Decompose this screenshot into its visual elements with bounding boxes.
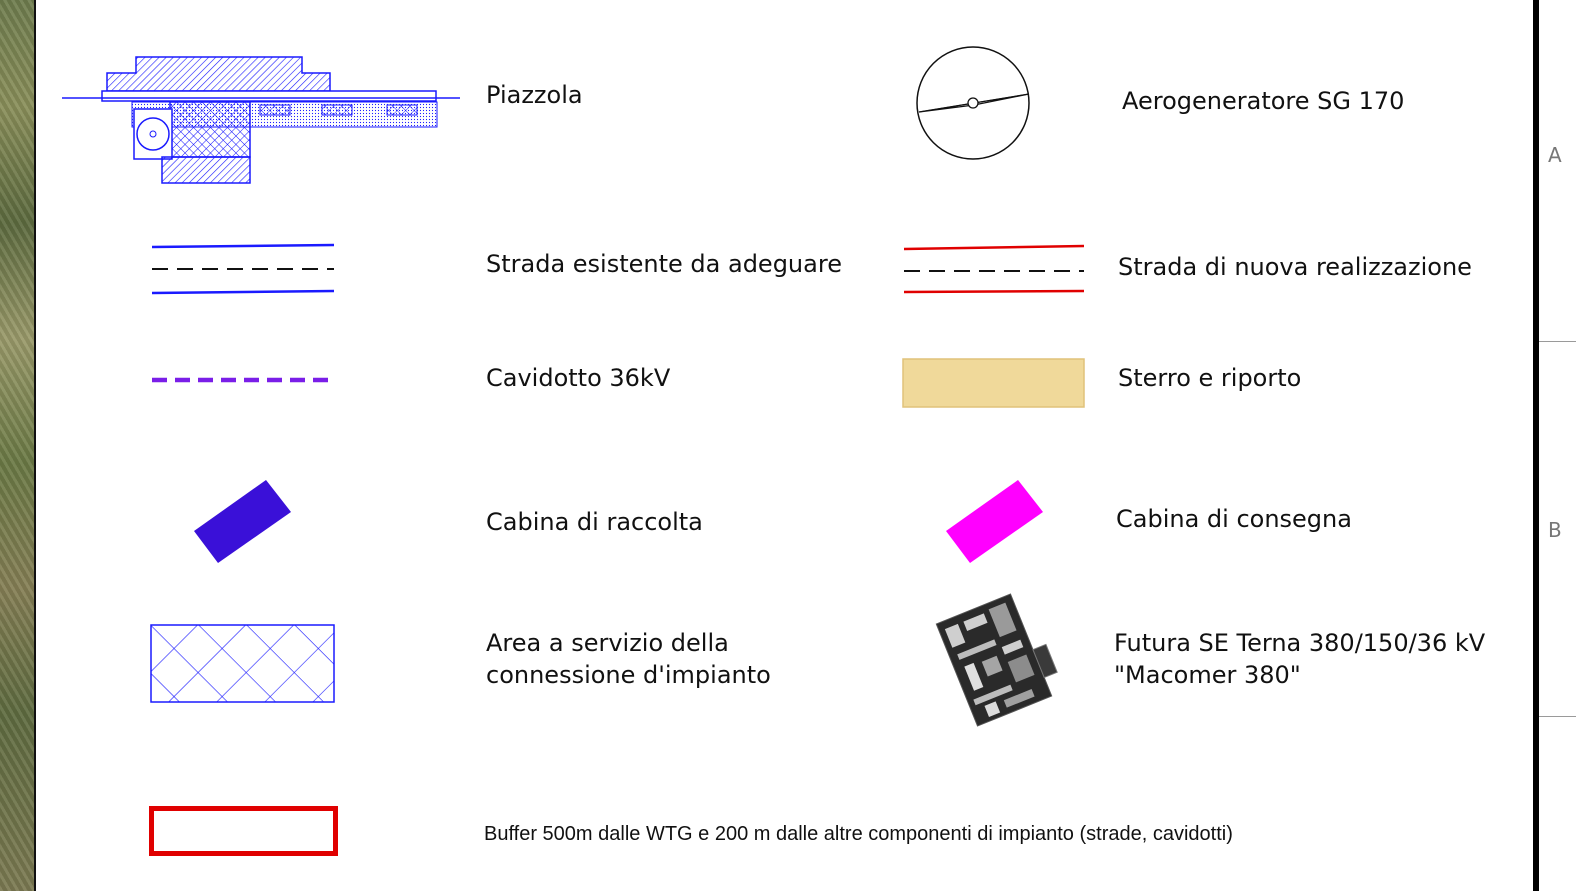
- piazzola-symbol: [62, 56, 460, 184]
- strada-esistente-symbol: [151, 243, 335, 295]
- sterro-riporto-symbol: [902, 358, 1085, 408]
- grid-tick-bc: [1539, 716, 1576, 717]
- label-futura-se-2: "Macomer 380": [1114, 661, 1301, 689]
- label-cabina-consegna: Cabina di consegna: [1116, 505, 1352, 533]
- label-area-servizio-2: connessione d'impianto: [486, 661, 771, 689]
- label-futura-se-1: Futura SE Terna 380/150/36 kV: [1114, 629, 1486, 657]
- grid-letter-b: B: [1548, 518, 1562, 542]
- label-aerogeneratore: Aerogeneratore SG 170: [1122, 87, 1405, 115]
- satellite-map-strip: [0, 0, 34, 891]
- futura-se-terna-symbol: [935, 593, 1058, 727]
- frame-border-left: [34, 0, 36, 891]
- strada-nuova-symbol: [903, 244, 1085, 294]
- area-servizio-symbol: [150, 624, 335, 703]
- cabina-raccolta-symbol: [194, 480, 291, 563]
- aerogeneratore-symbol: [916, 46, 1030, 160]
- label-piazzola: Piazzola: [486, 81, 583, 109]
- cavidotto-symbol: [152, 377, 334, 383]
- buffer-symbol: [149, 806, 338, 856]
- frame-border-right: [1533, 0, 1539, 891]
- grid-letter-a: A: [1548, 143, 1562, 167]
- label-cavidotto: Cavidotto 36kV: [486, 364, 671, 392]
- label-strada-nuova: Strada di nuova realizzazione: [1118, 253, 1472, 281]
- label-sterro-riporto: Sterro e riporto: [1118, 364, 1302, 392]
- grid-tick-ab: [1539, 341, 1576, 342]
- label-area-servizio-1: Area a servizio della: [486, 629, 729, 657]
- label-buffer: Buffer 500m dalle WTG e 200 m dalle altr…: [484, 823, 1233, 845]
- label-cabina-raccolta: Cabina di raccolta: [486, 508, 703, 536]
- cabina-consegna-symbol: [946, 480, 1043, 563]
- label-strada-esistente: Strada esistente da adeguare: [486, 250, 842, 278]
